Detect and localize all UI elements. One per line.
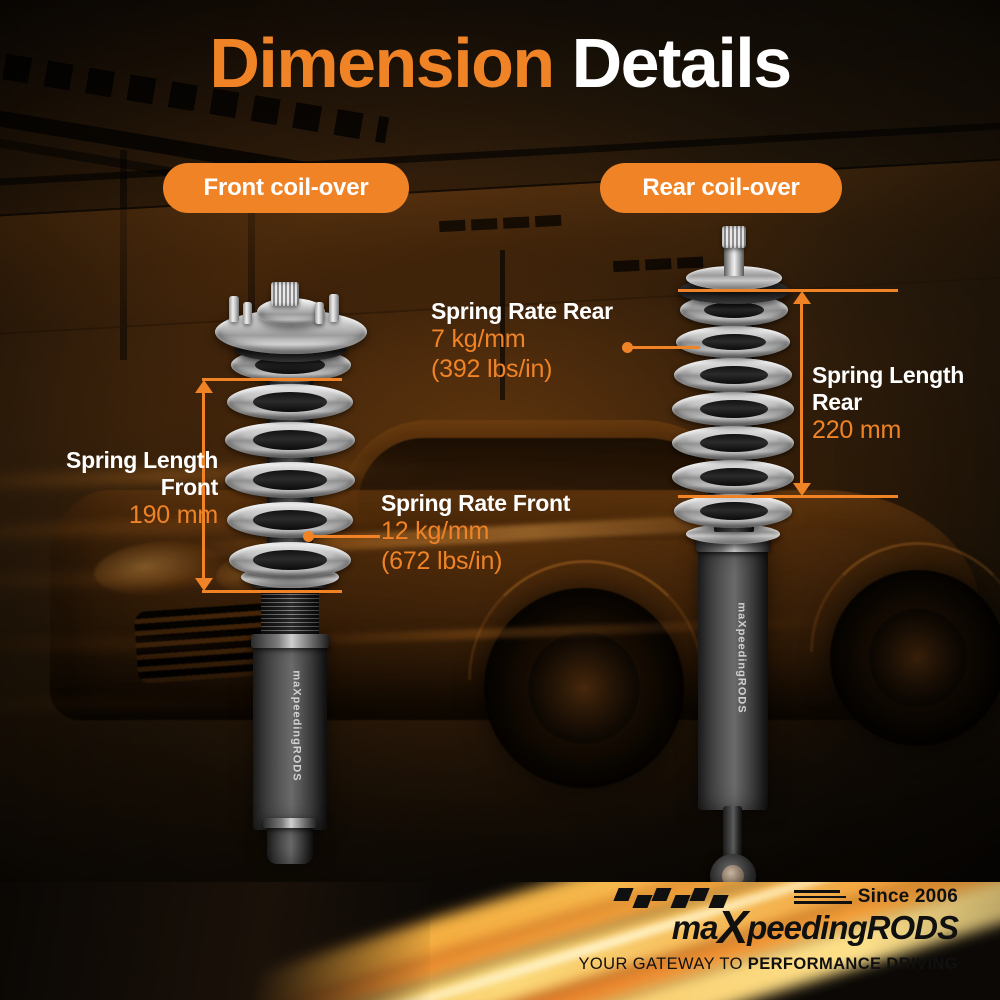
callout-spring-length-front-label2: Front	[160, 474, 219, 501]
rear-spring-gap-7	[700, 502, 768, 520]
callout-spring-rate-rear-label: Spring Rate Rear	[431, 298, 613, 324]
brand-wordmark-x: X	[717, 901, 748, 953]
callout-spring-rate-rear: Spring Rate Rear 7 kg/mm (392 lbs/in)	[431, 298, 613, 384]
page-title-accent: Dimension	[209, 24, 555, 102]
callout-spring-length-rear-label: Spring Length	[812, 362, 964, 388]
front-length-arrow-bottom	[195, 578, 213, 591]
rear-spring-gap-2	[702, 334, 766, 350]
rear-shock-brand-text: maXpeedingRODS	[735, 602, 748, 714]
rear-spring-gap-4	[700, 400, 768, 418]
since-label: Since 2006	[857, 886, 958, 907]
brand-logo: Since 2006 maXpeedingRODS YOUR GATEWAY T…	[579, 886, 960, 974]
callout-spring-rate-front-value: 12 kg/mm	[381, 517, 490, 546]
rear-spring-gap-5	[700, 434, 768, 452]
brand-wordmark-peeding: peeding	[747, 909, 868, 946]
front-lower-collar	[263, 818, 317, 828]
speed-lines-icon	[793, 890, 852, 904]
rear-rate-leader-dot	[622, 342, 633, 353]
rear-spring-gap-1	[704, 302, 764, 318]
front-spring-gap-2	[253, 392, 327, 412]
callout-spring-rate-front-label: Spring Rate Front	[381, 490, 571, 516]
front-mount-stud-right-2	[315, 302, 324, 324]
footer-band: Since 2006 maXpeedingRODS YOUR GATEWAY T…	[0, 882, 1000, 1000]
rear-length-tick-bottom	[678, 495, 898, 498]
front-length-arrow-top	[195, 380, 213, 393]
callout-spring-length-rear-value: 220 mm	[812, 416, 902, 445]
rear-shock-lower-rod	[723, 806, 742, 866]
rear-spring-lower-perch	[686, 524, 780, 544]
callout-spring-length-rear-label2: Rear	[812, 389, 862, 416]
callout-spring-length-rear: Spring Length Rear 220 mm	[812, 362, 964, 446]
checkered-flag-icon	[613, 888, 740, 908]
rear-shock-body	[698, 550, 768, 810]
front-coilover-assembly: maXpeedingRODS	[205, 282, 385, 864]
front-threaded-sleeve	[261, 586, 319, 640]
front-spring-gap-5	[253, 510, 327, 530]
callout-spring-length-front-value: 190 mm	[128, 501, 218, 530]
callout-spring-length-front: Spring Length Front 190 mm	[28, 447, 218, 531]
badge-rear-coilover: Rear coil-over	[600, 163, 842, 213]
front-spring-gap-3	[253, 430, 327, 450]
rear-coilover-assembly: maXpeedingRODS	[660, 226, 820, 898]
footer-dark-overlay	[0, 882, 430, 1000]
brand-wordmark-ma: ma	[671, 909, 719, 946]
brand-logo-row: Since 2006 maXpeedingRODS	[579, 886, 959, 951]
rear-spring-gap-6	[700, 468, 768, 486]
callout-spring-rate-front: Spring Rate Front 12 kg/mm (672 lbs/in)	[381, 490, 570, 576]
front-length-tick-bottom	[202, 590, 342, 593]
badge-front-coilover: Front coil-over	[163, 163, 409, 213]
rear-adjuster-knob	[722, 226, 746, 248]
rear-length-arrow-top	[793, 291, 811, 304]
brand-wordmark: maXpeedingRODS	[579, 904, 959, 951]
brand-tagline: YOUR GATEWAY TO PERFORMANCE DRIVING	[579, 955, 959, 974]
callout-spring-rate-rear-value-alt: (392 lbs/in)	[431, 354, 553, 383]
rear-piston-rod	[724, 244, 744, 276]
front-mount-stud-left	[229, 296, 239, 322]
front-shock-body	[253, 640, 327, 830]
rear-length-dimension-line	[800, 303, 803, 489]
brand-tagline-bold: PERFORMANCE DRIVING	[747, 955, 958, 973]
rear-length-tick-top	[678, 289, 898, 292]
front-length-dimension-line	[202, 392, 205, 584]
since-group: Since 2006	[793, 886, 958, 908]
front-lock-collar-lower	[251, 634, 329, 648]
front-spring-gap-6	[253, 550, 327, 570]
front-rate-leader-line	[308, 535, 380, 538]
callout-spring-rate-rear-value: 7 kg/mm	[431, 325, 526, 354]
callout-spring-length-front-label: Spring Length	[66, 447, 218, 473]
rear-rate-leader-line	[628, 346, 700, 349]
callout-spring-rate-front-value-alt: (672 lbs/in)	[381, 546, 503, 575]
rear-spring-gap-3	[700, 366, 768, 384]
page-title: Dimension Details	[0, 28, 1000, 98]
brand-tagline-normal: YOUR GATEWAY TO	[578, 955, 748, 973]
front-mount-stud-right	[329, 294, 339, 322]
front-spring-gap-4	[253, 470, 327, 490]
page-title-plain: Details	[571, 24, 793, 102]
front-shock-brand-text: maXpeedingRODS	[290, 670, 303, 782]
rear-length-arrow-bottom	[793, 483, 811, 496]
front-length-tick-top	[202, 378, 342, 381]
front-mount-stud-left-2	[243, 302, 252, 324]
front-damping-adjuster-knob	[271, 282, 299, 306]
brand-wordmark-rods: RODS	[866, 909, 959, 946]
front-shock-bottom-mount	[267, 824, 313, 864]
